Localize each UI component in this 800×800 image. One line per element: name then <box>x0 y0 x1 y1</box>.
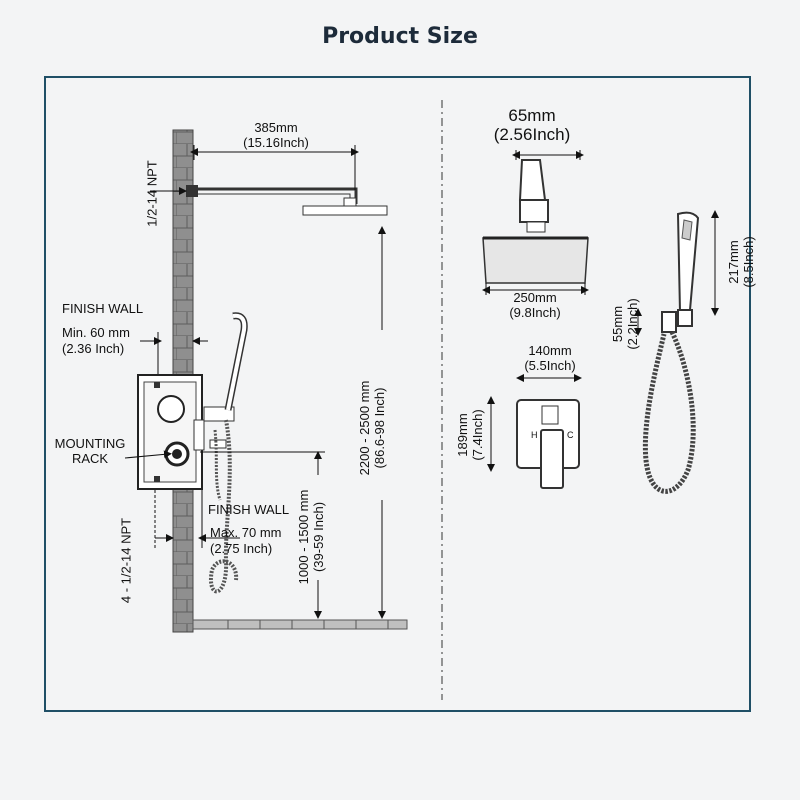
head-width-mm: 65mm <box>508 106 556 125</box>
plate-width-label: 250mm (9.8Inch) <box>482 290 588 320</box>
plate-width-in: (9.8Inch) <box>509 305 561 320</box>
rain-head-side <box>302 205 388 216</box>
arm-length-in: (15.16Inch) <box>243 135 309 150</box>
trim-height-label: 189mm (7.4Inch) <box>455 397 485 473</box>
holder-in: (2.2Inch) <box>625 298 640 350</box>
floor <box>192 619 408 630</box>
handheld-length-mm: 217mm <box>726 240 741 284</box>
trim-width-in: (5.5Inch) <box>524 358 576 373</box>
head-height-mm: 2200 - 2500 mm <box>357 380 372 476</box>
trim-width-label: 140mm (5.5Inch) <box>505 343 595 373</box>
head-height-label: 2200 - 2500 mm (86.6-98 Inch) <box>357 353 387 503</box>
npt-top-label: 1/2-14 NPT <box>144 160 160 227</box>
npt-bottom-label: 4 - 1/2-14 NPT <box>118 517 134 604</box>
head-width-in: (2.56Inch) <box>493 125 571 144</box>
arm-connector <box>186 185 198 197</box>
trim-height-in: (7.4Inch) <box>470 409 485 461</box>
max-depth-label: Max. 70 mm <box>210 525 282 540</box>
hose <box>208 419 239 594</box>
mounting-rack-label: MOUNTING RACK <box>54 436 126 466</box>
shower-arm <box>198 187 358 204</box>
valve-height-label: 1000 - 1500 mm (39-59 Inch) <box>296 482 326 592</box>
arm-length-label: 385mm (15.16Inch) <box>210 120 342 150</box>
holder-label: 55mm (2.2Inch) <box>610 289 640 359</box>
trim-width-mm: 140mm <box>528 343 572 358</box>
finish-wall-top-label: FINISH WALL <box>62 301 144 316</box>
arm-length-mm: 385mm <box>254 120 298 135</box>
trim-height-mm: 189mm <box>455 413 470 457</box>
rain-head-front <box>482 237 589 284</box>
valve-height-mm: 1000 - 1500 mm <box>296 489 311 585</box>
trim-c-label: C <box>567 430 574 440</box>
holder-mm: 55mm <box>610 305 625 343</box>
min-depth-in-label: (2.36 Inch) <box>62 341 125 356</box>
trim-handle <box>540 429 564 489</box>
handheld-hose <box>642 330 696 494</box>
head-height-in: (86.6-98 Inch) <box>372 387 387 469</box>
min-depth-label: Min. 60 mm <box>62 325 130 340</box>
trim-h-label: H <box>531 430 538 440</box>
head-width-label: 65mm (2.56Inch) <box>468 106 596 144</box>
handheld-length-in: (8.5Inch) <box>741 236 756 288</box>
arm-front <box>518 159 547 201</box>
page-title: Product Size <box>322 24 478 49</box>
max-depth-in-label: (2.75 Inch) <box>210 541 273 556</box>
diagram-frame <box>44 76 751 712</box>
valve-height-in: (39-59 Inch) <box>311 501 326 573</box>
handheld-length-label: 217mm (8.5Inch) <box>726 222 756 302</box>
plate-width-mm: 250mm <box>513 290 557 305</box>
finish-wall-bottom-label: FINISH WALL <box>208 502 290 517</box>
